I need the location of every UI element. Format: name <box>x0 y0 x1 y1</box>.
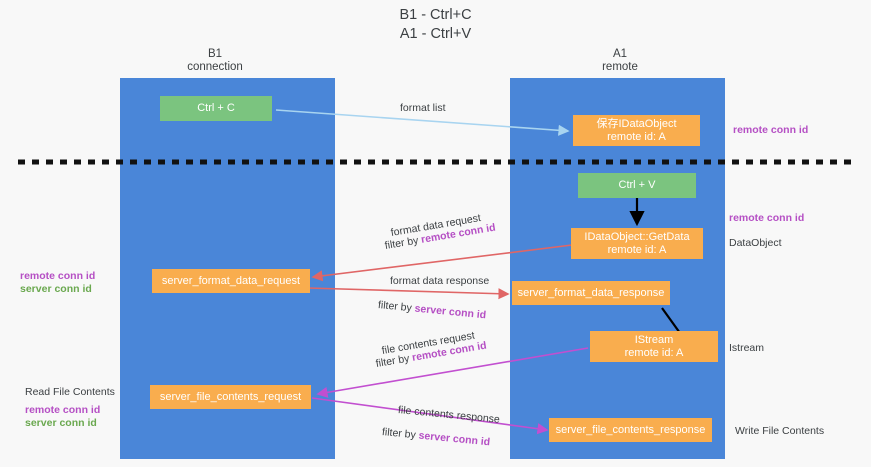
column-header-a1: A1 remote <box>560 48 680 74</box>
side-label-server-conn-id-mid-left: server conn id <box>20 283 92 295</box>
side-label-remote-conn-id-bottom-left: remote conn id <box>25 404 101 416</box>
node-server-file-contents-response[interactable]: server_file_contents_response <box>549 418 712 442</box>
side-label-dataobject: DataObject <box>729 237 782 249</box>
title-line-2: A1 - Ctrl+V <box>399 26 472 42</box>
node-server-format-data-request-label: server_format_data_request <box>161 274 301 287</box>
side-label-remote-conn-id-mid: remote conn id <box>729 212 805 224</box>
edge-label-format-data-response: format data response <box>390 275 490 287</box>
node-idataobject-getdata[interactable]: IDataObject::GetData remote id: A <box>571 228 703 259</box>
column-header-b1-name: B1 <box>207 48 223 60</box>
node-ctrl-c[interactable]: Ctrl + C <box>160 96 272 121</box>
side-label-remote-conn-id-top: remote conn id <box>733 124 809 136</box>
node-ctrl-c-label: Ctrl + C <box>197 102 235 114</box>
side-label-istream: Istream <box>729 342 765 354</box>
node-ctrl-v[interactable]: Ctrl + V <box>578 173 696 198</box>
node-istream-label: IStream <box>634 333 674 346</box>
node-save-idataobject-label: 保存IDataObject <box>596 117 677 130</box>
edge-label-format-data-response-filter: filter by server conn id <box>377 299 486 322</box>
node-save-idataobject[interactable]: 保存IDataObject remote id: A <box>573 115 700 146</box>
node-idataobject-getdata-sub: remote id: A <box>607 243 667 256</box>
filter-prefix: filter by <box>383 234 423 252</box>
title-line-1: B1 - Ctrl+C <box>399 7 472 23</box>
node-istream-sub: remote id: A <box>624 346 684 359</box>
node-server-format-data-request[interactable]: server_format_data_request <box>152 269 310 293</box>
node-save-idataobject-sub: remote id: A <box>607 130 666 143</box>
column-header-a1-sub: remote <box>602 61 638 73</box>
column-header-b1-sub: connection <box>187 61 243 73</box>
filter-key-server-conn-id: server conn id <box>414 302 487 322</box>
column-header-b1: B1 connection <box>155 48 275 74</box>
column-header-a1-name: A1 <box>612 48 628 60</box>
edge-label-file-contents-response-filter: filter by server conn id <box>381 426 490 449</box>
filter-prefix: filter by <box>381 426 420 442</box>
side-label-read-file-contents: Read File Contents <box>25 386 115 398</box>
node-istream[interactable]: IStream remote id: A <box>590 331 718 362</box>
node-server-format-data-response-label: server_format_data_response <box>517 286 665 299</box>
filter-key-server-conn-id: server conn id <box>418 429 491 449</box>
node-server-format-data-response[interactable]: server_format_data_response <box>512 281 670 305</box>
page-title: B1 - Ctrl+C A1 - Ctrl+V <box>0 6 871 44</box>
side-label-server-conn-id-bottom-left: server conn id <box>25 417 97 429</box>
node-server-file-contents-request[interactable]: server_file_contents_request <box>150 385 311 409</box>
filter-prefix: filter by <box>377 299 416 315</box>
node-idataobject-getdata-label: IDataObject::GetData <box>584 230 690 243</box>
node-server-file-contents-response-label: server_file_contents_response <box>555 423 706 436</box>
arrow-format-data-response <box>307 287 510 300</box>
node-ctrl-v-label: Ctrl + V <box>618 179 656 191</box>
side-label-write-file-contents: Write File Contents <box>735 425 825 437</box>
edge-label-format-list: format list <box>400 102 446 114</box>
edge-label-file-contents-response: file contents response <box>397 404 501 426</box>
side-label-remote-conn-id-mid-left: remote conn id <box>20 270 96 282</box>
filter-prefix: filter by <box>374 352 414 370</box>
node-server-file-contents-request-label: server_file_contents_request <box>159 390 302 403</box>
